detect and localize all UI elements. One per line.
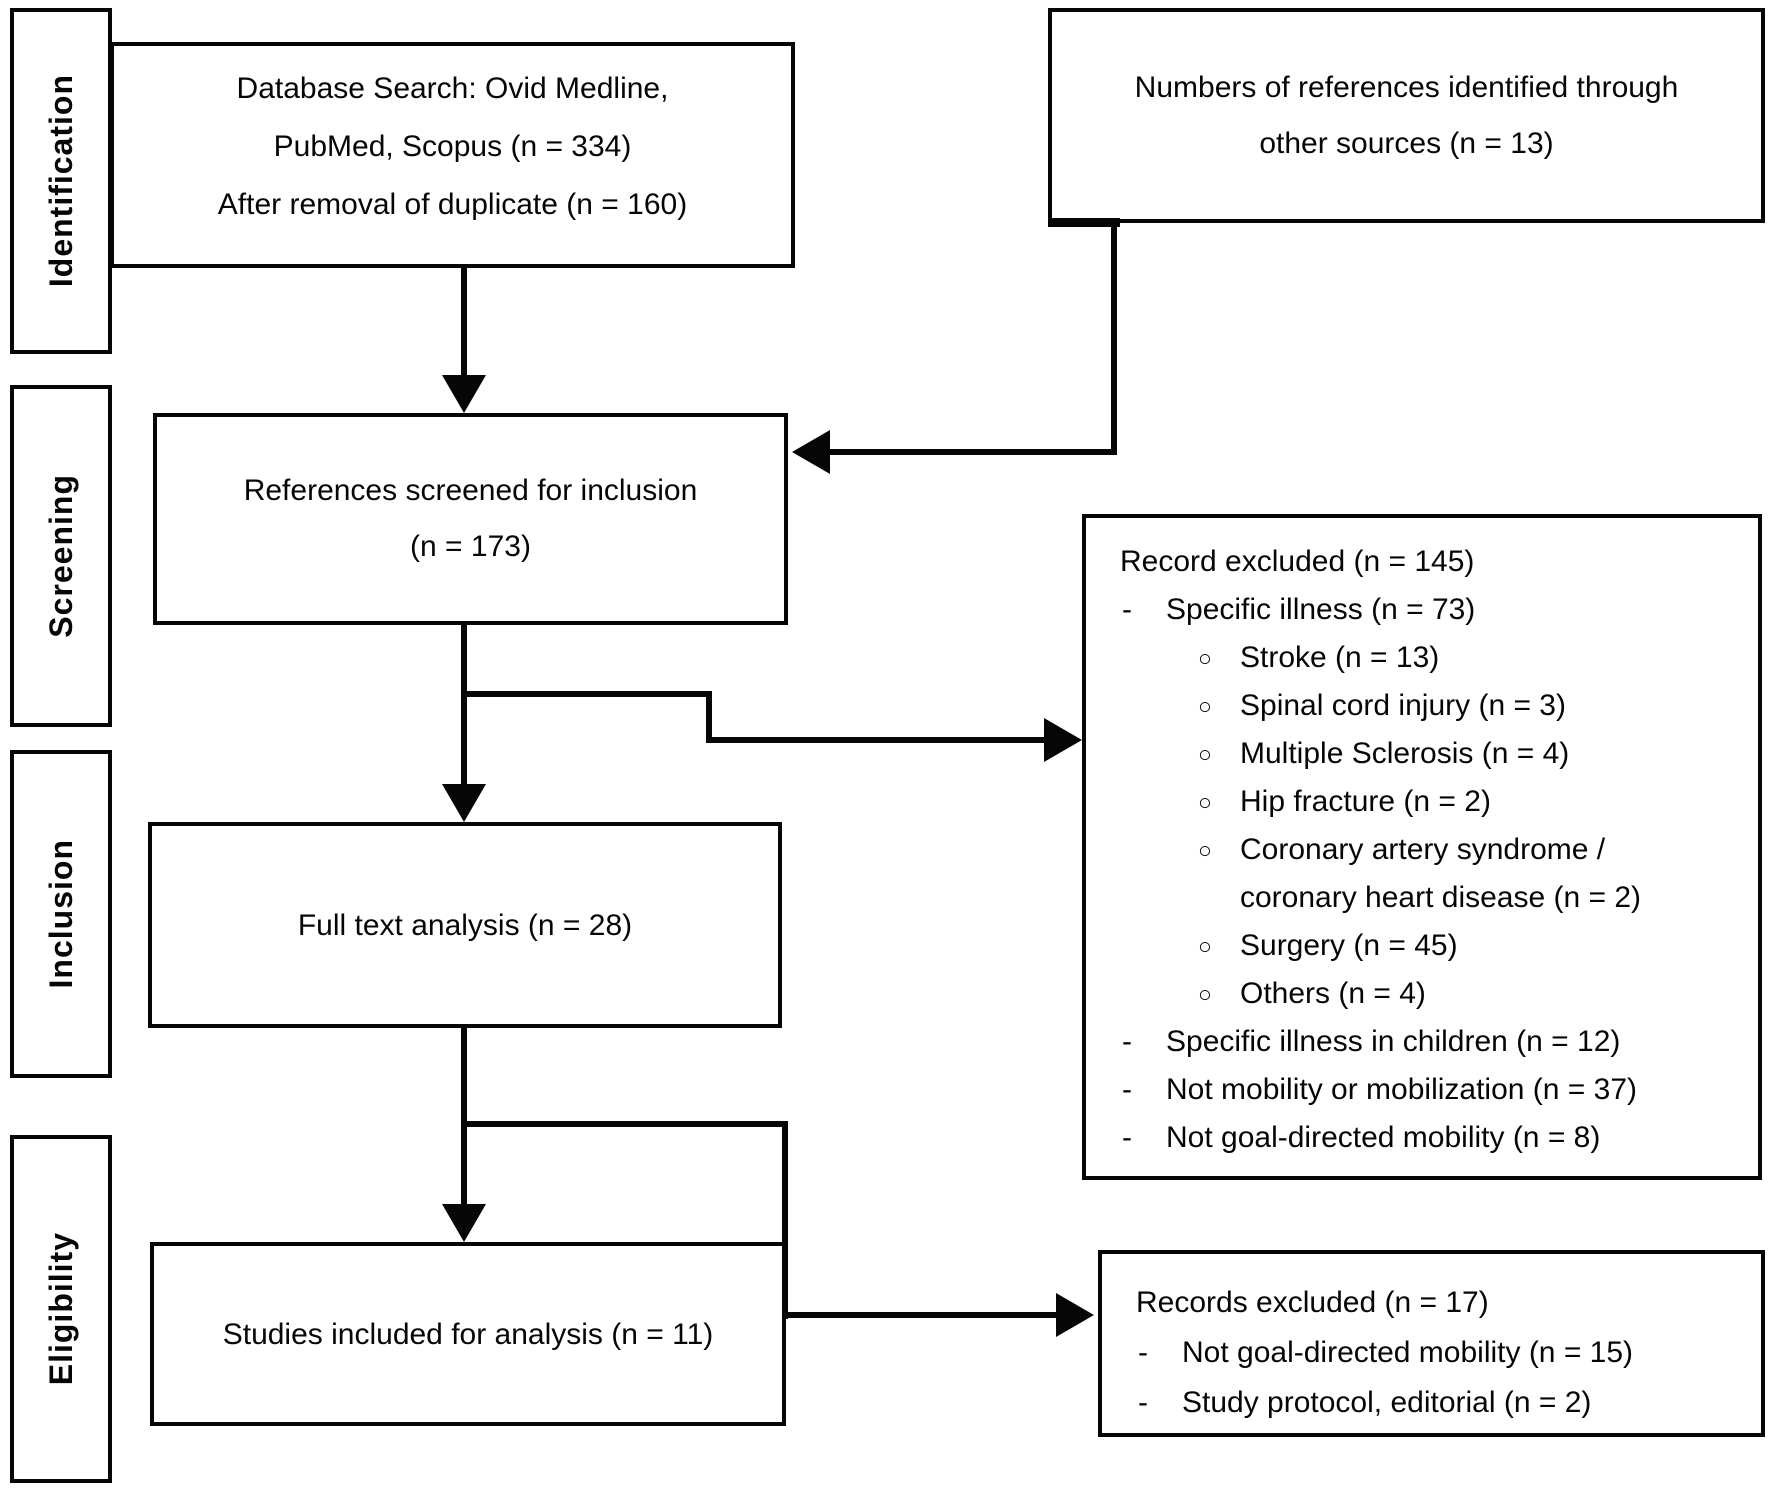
list-item: - Study protocol, editorial (n = 2) bbox=[1136, 1378, 1747, 1428]
text-line: other sources (n = 13) bbox=[1259, 126, 1554, 160]
list-item: ○ Multiple Sclerosis (n = 4) bbox=[1198, 730, 1744, 778]
arrowhead-left-into-screened bbox=[792, 430, 830, 474]
list-item-text: Others (n = 4) bbox=[1240, 977, 1426, 1010]
list-item-text: Hip fracture (n = 2) bbox=[1240, 785, 1491, 818]
box-database-search: Database Search: Ovid Medline, PubMed, Sc… bbox=[110, 42, 795, 268]
list-item: - Not goal-directed mobility (n = 15) bbox=[1136, 1328, 1747, 1378]
stage-label-text: Identification bbox=[42, 74, 79, 288]
arrowhead-right-into-records-excluded bbox=[1056, 1293, 1094, 1337]
dash-bullet: - bbox=[1138, 1336, 1148, 1369]
list-item-text: Specific illness (n = 73) bbox=[1166, 593, 1476, 626]
list-item: - Not mobility or mobilization (n = 37) bbox=[1120, 1066, 1744, 1114]
list-item: - Not goal-directed mobility (n = 8) bbox=[1120, 1114, 1744, 1162]
arrowhead-down-into-studies bbox=[442, 1204, 486, 1242]
arrowhead-right-into-record-excluded bbox=[1044, 718, 1082, 762]
list-item-text: Spinal cord injury (n = 3) bbox=[1240, 689, 1566, 722]
box-references-screened: References screened for inclusion (n = 17… bbox=[153, 413, 788, 625]
dash-bullet: - bbox=[1138, 1386, 1148, 1419]
text-line: References screened for inclusion bbox=[243, 474, 698, 507]
list-item-text: Not goal-directed mobility (n = 8) bbox=[1166, 1121, 1601, 1154]
text-line: After removal of duplicate (n = 160) bbox=[217, 188, 688, 221]
connector-fulltext-to-studies bbox=[461, 1028, 467, 1206]
list-item: ○ Coronary artery syndrome /coronary hear… bbox=[1198, 826, 1744, 922]
connector-other-sources-horizontal bbox=[826, 449, 1117, 455]
connector-branch-records-excluded-h2 bbox=[782, 1312, 1058, 1318]
stage-label-screening: Screening bbox=[10, 385, 112, 727]
circle-bullet: ○ bbox=[1198, 933, 1212, 959]
dash-bullet: - bbox=[1122, 1121, 1132, 1154]
stage-label-inclusion: Inclusion bbox=[10, 750, 112, 1078]
circle-bullet: ○ bbox=[1198, 645, 1212, 671]
list-item-text: Not mobility or mobilization (n = 37) bbox=[1166, 1073, 1638, 1106]
circle-bullet: ○ bbox=[1198, 981, 1212, 1007]
list-item-text: Specific illness in children (n = 12) bbox=[1166, 1025, 1621, 1058]
connector-branch-record-excluded-h1 bbox=[461, 691, 711, 697]
text-line: (n = 173) bbox=[410, 530, 531, 563]
exclusion-items: - Not goal-directed mobility (n = 15) - Stu… bbox=[1102, 1328, 1761, 1428]
text-line: Studies included for analysis (n = 11) bbox=[222, 1317, 714, 1351]
list-item-text: Coronary artery syndrome /coronary heart… bbox=[1240, 833, 1642, 914]
box-record-excluded: Record excluded (n = 145) - Specific illn… bbox=[1082, 514, 1762, 1180]
text-line: PubMed, Scopus (n = 334) bbox=[273, 130, 632, 163]
connector-branch-records-excluded-h1 bbox=[461, 1121, 788, 1127]
dash-bullet: - bbox=[1122, 593, 1132, 626]
box-studies-included: Studies included for analysis (n = 11) bbox=[150, 1242, 786, 1426]
box-full-text-analysis: Full text analysis (n = 28) bbox=[148, 822, 782, 1028]
exclusion-title: Record excluded (n = 145) bbox=[1120, 545, 1475, 578]
connector-search-to-screened bbox=[461, 266, 467, 378]
circle-bullet: ○ bbox=[1198, 693, 1212, 719]
dash-bullet: - bbox=[1122, 1073, 1132, 1106]
connector-branch-records-excluded-v bbox=[782, 1121, 788, 1319]
arrowhead-down-into-screened bbox=[442, 375, 486, 413]
list-item: ○ Spinal cord injury (n = 3) bbox=[1198, 682, 1744, 730]
connector-other-sources-vertical bbox=[1111, 222, 1117, 454]
circle-bullet: ○ bbox=[1198, 741, 1212, 767]
text-line: Full text analysis (n = 28) bbox=[297, 908, 633, 942]
list-item: ○ Surgery (n = 45) bbox=[1198, 922, 1744, 970]
box-other-sources: Numbers of references identified through… bbox=[1048, 8, 1765, 223]
text-line: Numbers of references identified through bbox=[1134, 70, 1679, 104]
text-line: Database Search: Ovid Medline, bbox=[236, 72, 669, 105]
exclusion-items: - Specific illness (n = 73) ○ Stroke (n = 1… bbox=[1086, 586, 1758, 1162]
list-item: ○ Others (n = 4) bbox=[1198, 970, 1744, 1018]
list-item-text: Study protocol, editorial (n = 2) bbox=[1182, 1386, 1592, 1419]
stage-label-text: Inclusion bbox=[42, 839, 79, 989]
dash-bullet: - bbox=[1122, 1025, 1132, 1058]
stage-label-text: Screening bbox=[42, 474, 79, 638]
connector-screened-to-fulltext bbox=[461, 625, 467, 785]
list-item: ○ Hip fracture (n = 2) bbox=[1198, 778, 1744, 826]
connector-branch-record-excluded-h2 bbox=[706, 737, 1046, 743]
exclusion-title: Records excluded (n = 17) bbox=[1136, 1286, 1489, 1319]
list-item: - Specific illness in children (n = 12) bbox=[1120, 1018, 1744, 1066]
stage-label-identification: Identification bbox=[10, 8, 112, 354]
stage-label-text: Eligibility bbox=[42, 1232, 79, 1386]
box-records-excluded: Records excluded (n = 17) - Not goal-dire… bbox=[1098, 1250, 1765, 1437]
list-item: - Specific illness (n = 73) bbox=[1120, 586, 1744, 634]
circle-bullet: ○ bbox=[1198, 837, 1212, 863]
arrowhead-down-into-fulltext bbox=[442, 784, 486, 822]
list-item-text: Multiple Sclerosis (n = 4) bbox=[1240, 737, 1570, 770]
list-item-text: Stroke (n = 13) bbox=[1240, 641, 1440, 674]
stage-label-eligibility: Eligibility bbox=[10, 1135, 112, 1483]
list-item-text: Not goal-directed mobility (n = 15) bbox=[1182, 1336, 1634, 1369]
circle-bullet: ○ bbox=[1198, 789, 1212, 815]
connector-other-sources-stub bbox=[1048, 218, 1120, 227]
list-item-text: Surgery (n = 45) bbox=[1240, 929, 1458, 962]
connector-branch-record-excluded-v bbox=[706, 691, 712, 743]
list-item: ○ Stroke (n = 13) bbox=[1198, 634, 1744, 682]
